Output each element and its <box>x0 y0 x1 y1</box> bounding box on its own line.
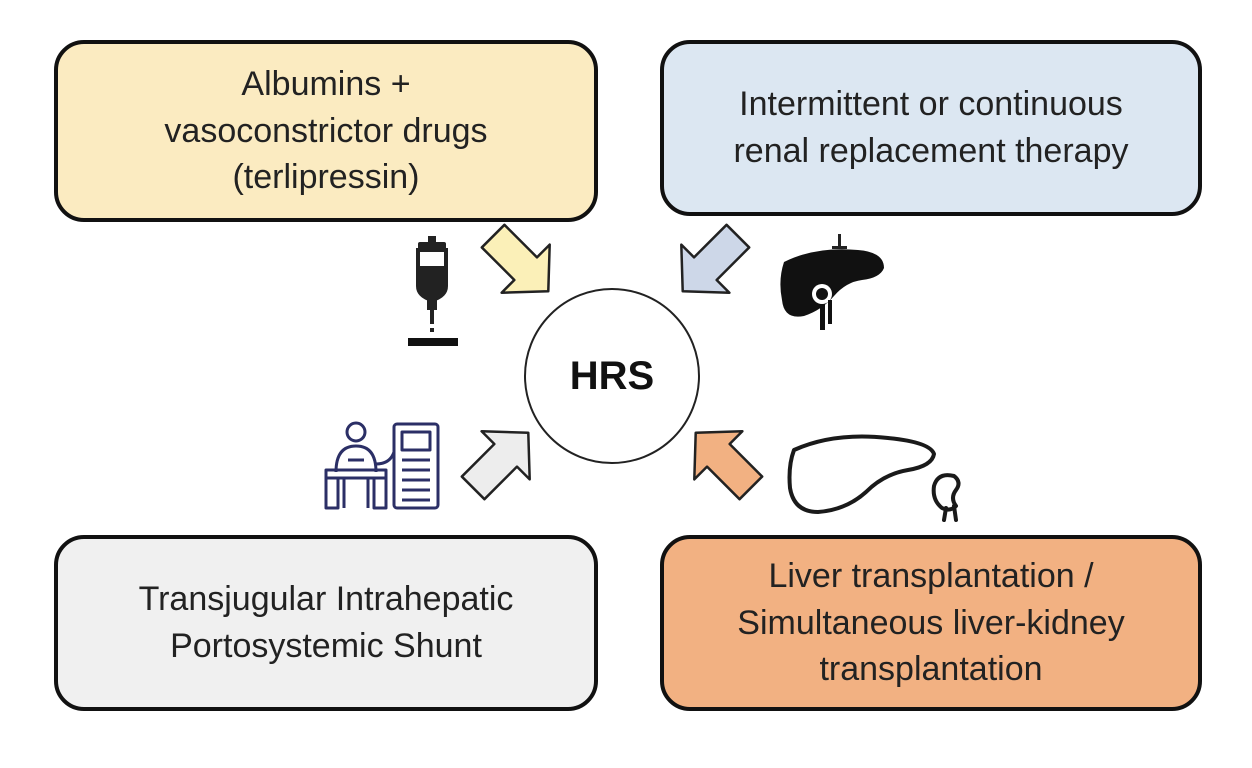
box-text-line: Intermittent or continuous <box>739 85 1123 124</box>
arrow-top-left <box>480 223 551 294</box>
box-text-line: Albumins + <box>241 64 411 103</box>
box-text-line: Transjugular Intrahepatic <box>138 580 514 619</box>
box-renal-replacement-therapy: Intermittent or continuous renal replace… <box>660 40 1202 216</box>
box-liver-transplantation: Liver transplantation / Simultaneous liv… <box>660 535 1202 711</box>
hrs-label: HRS <box>569 353 655 398</box>
arrow-bottom-left <box>460 430 531 501</box>
box-text-line: Portosystemic Shunt <box>170 627 482 665</box>
iv-drip-icon <box>408 236 458 346</box>
box-text-line: vasoconstrictor drugs <box>164 111 488 150</box>
liver-kidney-icon <box>787 434 961 522</box>
arrow-bottom-right <box>693 430 764 501</box>
box-tips: Transjugular Intrahepatic Portosystemic … <box>54 535 598 711</box>
dialysis-icon <box>324 421 440 510</box>
hrs-circle: HRS <box>524 288 700 464</box>
box-text-line: Simultaneous liver-kidney <box>737 603 1125 642</box>
arrow-top-right <box>680 223 751 294</box>
box-albumins-vasoconstrictor: Albumins + vasoconstrictor drugs (terlip… <box>54 40 598 222</box>
box-text-line: (terlipressin) <box>232 158 420 197</box>
box-text-line: transplantation <box>819 650 1043 689</box>
box-text-line: Liver transplantation / <box>768 556 1094 595</box>
box-text-line: renal replacement therapy <box>733 132 1129 170</box>
liver-icon <box>780 234 884 330</box>
